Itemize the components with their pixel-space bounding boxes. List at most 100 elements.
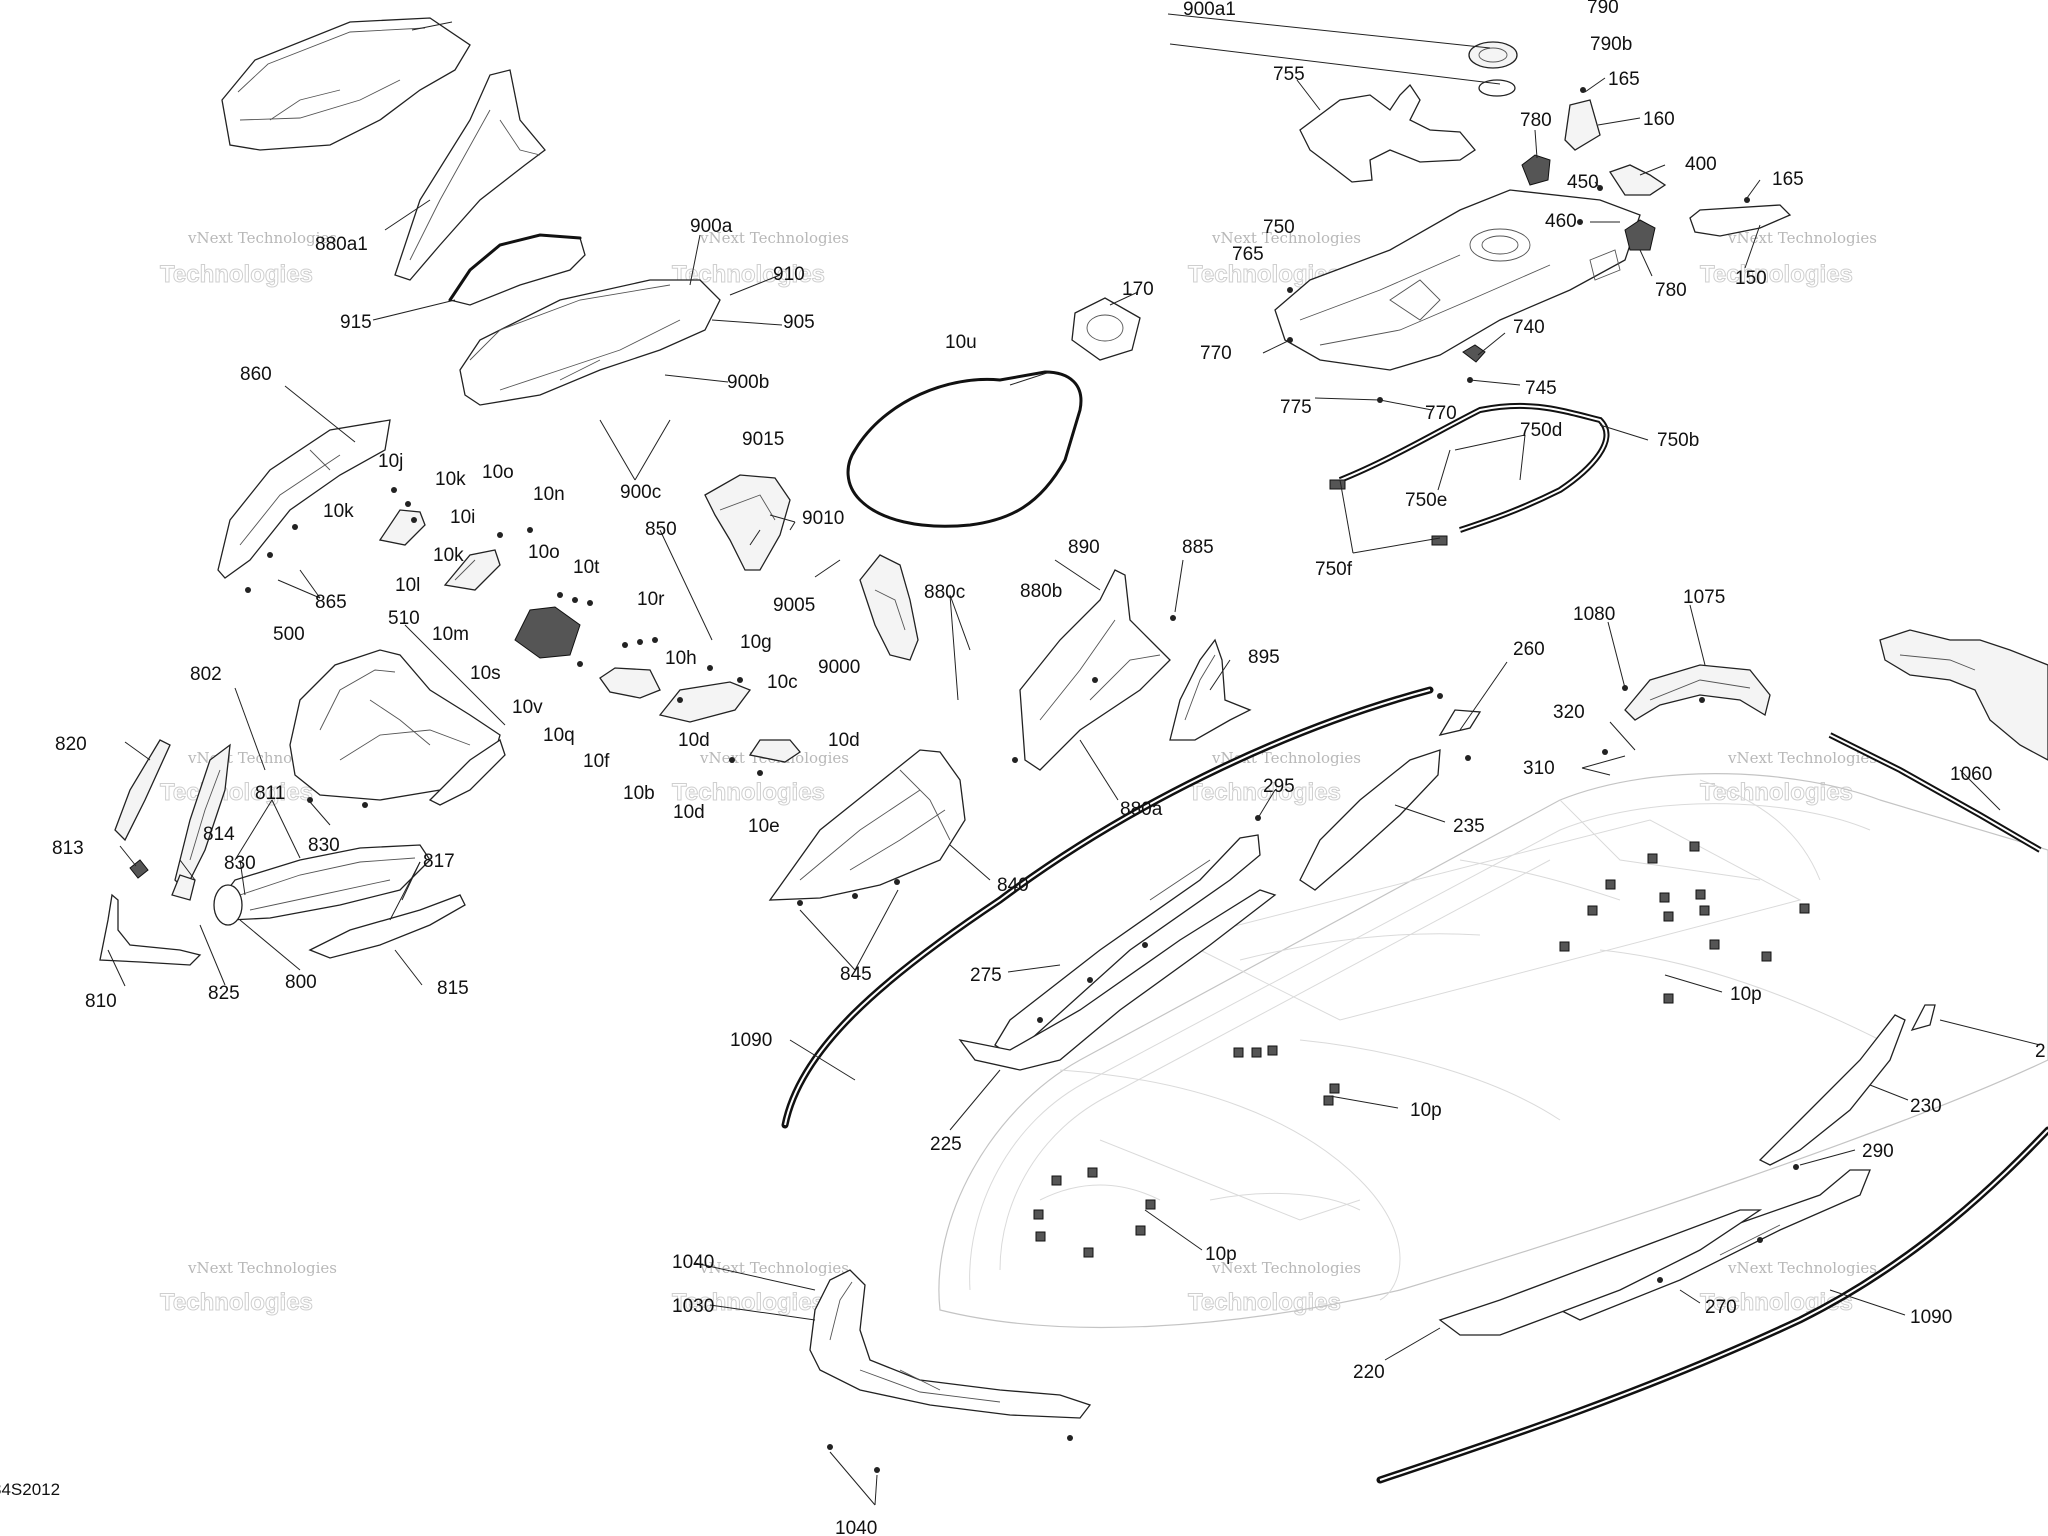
callout-1040: 1040: [835, 1518, 877, 1536]
part-rear-seat[interactable]: [1879, 629, 2048, 761]
part-10q[interactable]: [599, 667, 661, 699]
part-150[interactable]: [1689, 204, 1792, 237]
callout-160: 160: [1643, 109, 1675, 130]
callout-780: 780: [1655, 280, 1687, 301]
part-900a1[interactable]: [221, 17, 471, 151]
callout-labels: 900a1 880a1 915 900a 910 905 900b 900c 8…: [52, 0, 2046, 1536]
watermark: vNext Technologies Technologies: [160, 229, 338, 289]
callout-895: 895: [1248, 647, 1280, 668]
callout-830: 830: [308, 835, 340, 856]
part-750[interactable]: [1274, 189, 1641, 371]
part-880a1[interactable]: [394, 69, 546, 281]
watermark-text: Technologies: [160, 779, 313, 806]
part-160[interactable]: [1564, 99, 1601, 151]
callout-840: 840: [997, 875, 1029, 896]
part-780[interactable]: [1521, 154, 1551, 186]
part-225[interactable]: [958, 889, 1277, 1071]
hull-clips: [1033, 841, 1810, 1258]
watermark-text: vNext Technologies: [187, 1259, 337, 1277]
callout-802: 802: [190, 664, 222, 685]
part-1090[interactable]: [1376, 1126, 2048, 1484]
callout-820: 820: [55, 734, 87, 755]
part-10k-bracket[interactable]: [378, 487, 426, 546]
callout-850: 850: [645, 519, 677, 540]
part-235[interactable]: [1299, 749, 1441, 891]
callout-10p: 10p: [1410, 1100, 1442, 1121]
part-740[interactable]: [1462, 344, 1486, 363]
watermark-text: vNext Technologies: [1727, 749, 1877, 767]
part-880a[interactable]: [1019, 569, 1171, 771]
part-820[interactable]: [114, 739, 171, 842]
callout-10n: 10n: [533, 484, 565, 505]
part-810[interactable]: [99, 893, 202, 966]
part-10f[interactable]: [658, 681, 752, 723]
part-800[interactable]: [213, 844, 431, 926]
part-170[interactable]: [1071, 297, 1141, 361]
part-10c-bracket[interactable]: [748, 739, 801, 763]
watermark-text: vNext Technologies: [699, 1259, 849, 1277]
part-right-small[interactable]: [1910, 1004, 1936, 1032]
part-1030[interactable]: [809, 1269, 1092, 1419]
part-10s[interactable]: [514, 606, 581, 659]
part-1090[interactable]: [781, 686, 1434, 1129]
part-900a[interactable]: [459, 279, 721, 406]
callout-1090: 1090: [1910, 1307, 1952, 1328]
part-780[interactable]: [1624, 219, 1656, 251]
part-815[interactable]: [308, 894, 466, 959]
leader-lines: [107, 13, 2041, 1506]
callout-10k: 10k: [435, 469, 466, 490]
callout-817: 817: [423, 851, 455, 872]
part-275[interactable]: [994, 834, 1261, 1056]
part-1075[interactable]: [1624, 664, 1771, 721]
callout-750e: 750e: [1405, 490, 1447, 511]
part-9015[interactable]: [704, 474, 791, 571]
callout-310: 310: [1523, 758, 1555, 779]
part-230[interactable]: [1758, 1014, 1906, 1166]
part-400[interactable]: [1609, 164, 1667, 196]
callout-880a: 880a: [1120, 799, 1163, 820]
part-813[interactable]: [129, 859, 149, 879]
part-750b[interactable]: [1329, 402, 1610, 546]
callout-10v: 10v: [512, 697, 543, 718]
part-860[interactable]: [217, 419, 391, 579]
part-9000[interactable]: [859, 554, 919, 661]
callout-230: 230: [1910, 1096, 1942, 1117]
hull-body: [938, 773, 2048, 1329]
callout-10d: 10d: [678, 730, 710, 751]
callout-220: 220: [1353, 1362, 1385, 1383]
part-510[interactable]: [428, 738, 506, 806]
part-755[interactable]: [1299, 83, 1476, 183]
callout-290: 290: [1862, 1141, 1894, 1162]
part-500[interactable]: [289, 649, 501, 801]
watermark-text: Technologies: [1188, 1289, 1341, 1316]
watermark-text: vNext Technologies: [1211, 1259, 1361, 1277]
part-260[interactable]: [1438, 709, 1482, 736]
callout-9010: 9010: [802, 508, 844, 529]
callout-10u: 10u: [945, 332, 977, 353]
callout-905: 905: [783, 312, 815, 333]
callout-750b: 750b: [1657, 430, 1699, 451]
callout-400: 400: [1685, 154, 1717, 175]
callout-10i: 10i: [450, 507, 475, 528]
callout-1030: 1030: [672, 1296, 714, 1317]
watermark: vNext Technologies Technologies: [160, 1259, 338, 1317]
part-790b[interactable]: [1478, 79, 1516, 97]
part-790[interactable]: [1468, 41, 1518, 69]
part-840[interactable]: [768, 749, 966, 901]
part-10u[interactable]: [846, 370, 1083, 528]
callout-260: 260: [1513, 639, 1545, 660]
callout-880a1: 880a1: [315, 234, 368, 255]
callout-10m: 10m: [432, 624, 469, 645]
callout-165: 165: [1608, 69, 1640, 90]
callout-10f: 10f: [583, 751, 610, 772]
part-220[interactable]: [1438, 1209, 1763, 1336]
callout-900a1: 900a1: [1183, 0, 1236, 20]
part-915[interactable]: [448, 233, 586, 306]
callout-10c: 10c: [767, 672, 798, 693]
part-10m[interactable]: [443, 549, 501, 591]
callout-10d: 10d: [673, 802, 705, 823]
diagram-code: 34S2012: [0, 1480, 60, 1499]
part-1060[interactable]: [1828, 732, 2042, 853]
callout-865: 865: [315, 592, 347, 613]
